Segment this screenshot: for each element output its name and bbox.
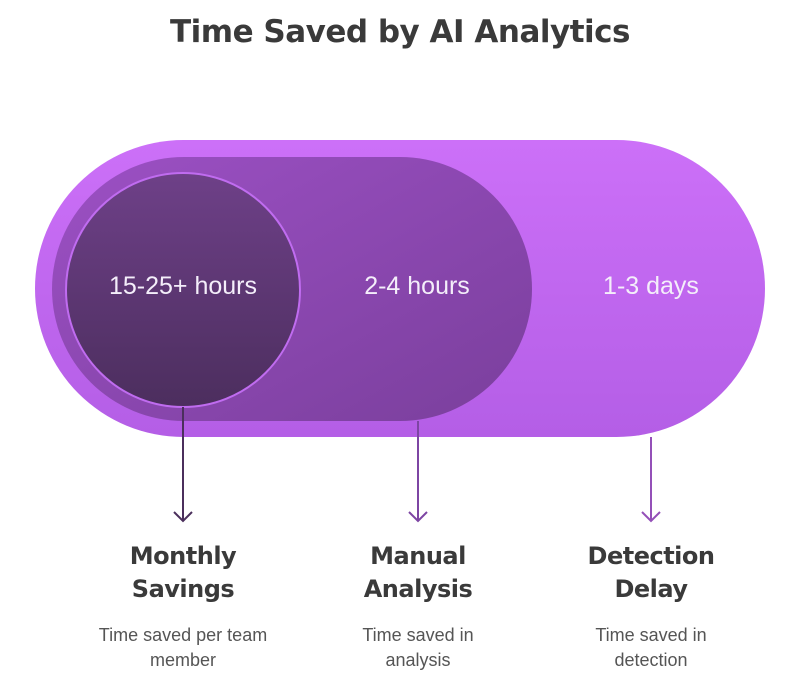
value-detection: 1-3 days — [603, 272, 699, 300]
label-manual: Manual Analysis — [363, 542, 473, 603]
arrow-manual — [408, 421, 428, 523]
label-monthly: Monthly Savings — [129, 542, 237, 603]
arrow-detection — [641, 437, 661, 523]
arrow-monthly — [173, 407, 193, 523]
value-monthly: 15-25+ hours — [108, 272, 258, 300]
desc-monthly: Time saved per team member — [98, 625, 268, 670]
value-manual: 2-4 hours — [364, 272, 470, 300]
label-detection: Detection Delay — [587, 542, 715, 603]
page-title: Time Saved by AI Analytics — [170, 14, 630, 50]
desc-detection: Time saved in detection — [595, 625, 707, 670]
desc-manual: Time saved in analysis — [362, 625, 474, 670]
